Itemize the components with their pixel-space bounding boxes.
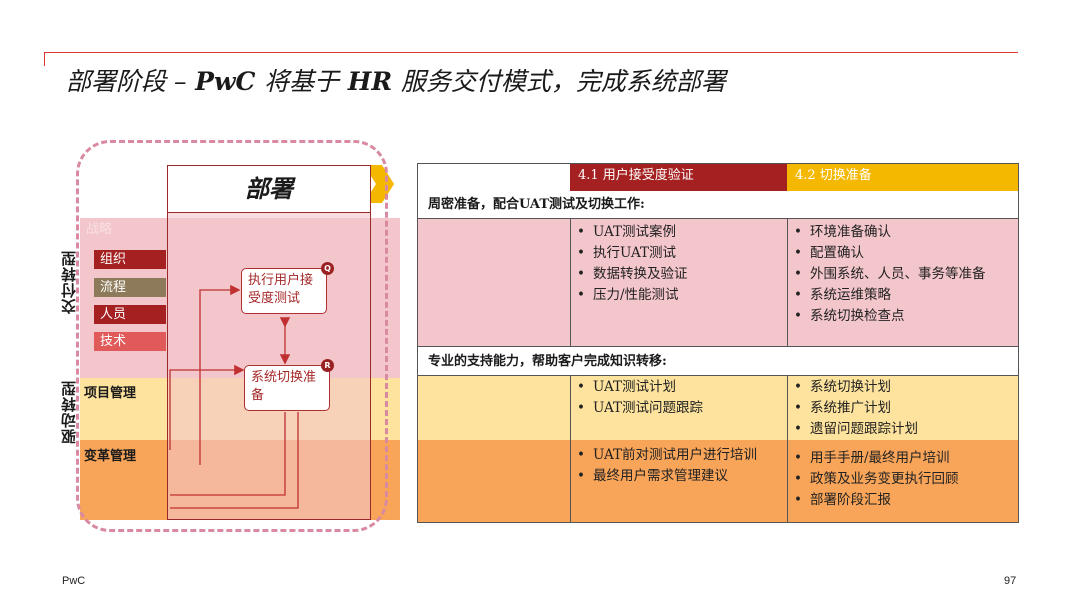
row3-col1: UAT前对测试用户进行培训 最终用户需求管理建议 (570, 440, 787, 522)
row2-col1-list: UAT测试计划 UAT测试问题跟踪 (571, 377, 787, 419)
tag-technology: 技术 (94, 332, 166, 351)
table-header-cutover: 4.2 切换准备 (787, 164, 1018, 191)
table-header-uat: 4.1 用户接受度验证 (570, 164, 787, 191)
page-title: 部署阶段 – PwC 将基于 HR 服务交付模式，完成系统部署 (66, 67, 726, 96)
row3-col2-list: 用手手册/最终用户培训 政策及业务变更执行回顾 部署阶段汇报 (788, 448, 1018, 511)
table-frame (417, 163, 1019, 523)
list-item: 环境准备确认 (794, 222, 1018, 243)
list-item: 最终用户需求管理建议 (577, 466, 787, 487)
tag-people: 人员 (94, 305, 166, 324)
list-item: 遗留问题跟踪计划 (794, 419, 1018, 440)
row2-blank (418, 376, 570, 440)
diagram-dashed-outline (76, 140, 388, 532)
list-item: 外围系统、人员、事务等准备 (794, 264, 1018, 285)
list-item: 压力/性能测试 (577, 285, 787, 306)
badge-r: R (321, 359, 334, 372)
phase-column (167, 165, 371, 520)
list-item: UAT测试案例 (577, 222, 787, 243)
diagram-connectors (169, 284, 299, 509)
phase-banner: 部署 (167, 165, 371, 213)
row-label-change-mgmt: 变革管理 (84, 449, 137, 464)
tag-process: 流程 (94, 278, 166, 297)
page-number: 97 (1004, 575, 1017, 587)
row1-col1: UAT测试案例 执行UAT测试 数据转换及验证 压力/性能测试 (570, 219, 787, 346)
row1-blank (418, 219, 570, 346)
list-item: 系统切换检查点 (794, 306, 1018, 327)
badge-q: Q (321, 262, 334, 275)
section-title-2: 专业的支持能力，帮助客户完成知识转移: (418, 346, 1018, 376)
row2-col1: UAT测试计划 UAT测试问题跟踪 (570, 376, 787, 440)
tag-organization: 组织 (94, 250, 166, 269)
tag-strategy: 战略 (86, 222, 113, 237)
list-item: 执行UAT测试 (577, 243, 787, 264)
list-item: 系统切换计划 (794, 377, 1018, 398)
row1-col2-list: 环境准备确认 配置确认 外围系统、人员、事务等准备 系统运维策略 系统切换检查点 (788, 222, 1018, 327)
row3-col2: 用手手册/最终用户培训 政策及业务变更执行回顾 部署阶段汇报 (787, 440, 1018, 522)
row2-col2: 系统切换计划 系统推广计划 遗留问题跟踪计划 (787, 376, 1018, 440)
row3-col1-list: UAT前对测试用户进行培训 最终用户需求管理建议 (571, 445, 787, 487)
row1-col2: 环境准备确认 配置确认 外围系统、人员、事务等准备 系统运维策略 系统切换检查点 (787, 219, 1018, 346)
row1-col1-list: UAT测试案例 执行UAT测试 数据转换及验证 压力/性能测试 (571, 222, 787, 306)
list-item: 用手手册/最终用户培训 (794, 448, 1018, 469)
list-item: 系统运维策略 (794, 285, 1018, 306)
list-item: 系统推广计划 (794, 398, 1018, 419)
row3-blank (418, 440, 570, 522)
header-rule (44, 52, 1018, 53)
list-item: 政策及业务变更执行回顾 (794, 469, 1018, 490)
header-rule-tick (44, 52, 45, 66)
list-item: 配置确认 (794, 243, 1018, 264)
list-item: 部署阶段汇报 (794, 490, 1018, 511)
section-title-1: 周密准备，配合UAT测试及切换工作: (418, 191, 1018, 219)
list-item: UAT前对测试用户进行培训 (577, 445, 787, 466)
list-item: 数据转换及验证 (577, 264, 787, 285)
list-item: UAT测试计划 (577, 377, 787, 398)
process-box-cutover: 系统切换准备 (244, 365, 330, 411)
list-item: UAT测试问题跟踪 (577, 398, 787, 419)
process-box-uat: 执行用户接受度测试 (241, 268, 327, 314)
row-label-project-mgmt: 项目管理 (84, 386, 137, 401)
footer-brand: PwC (62, 575, 86, 587)
row2-col2-list: 系统切换计划 系统推广计划 遗留问题跟踪计划 (788, 377, 1018, 440)
